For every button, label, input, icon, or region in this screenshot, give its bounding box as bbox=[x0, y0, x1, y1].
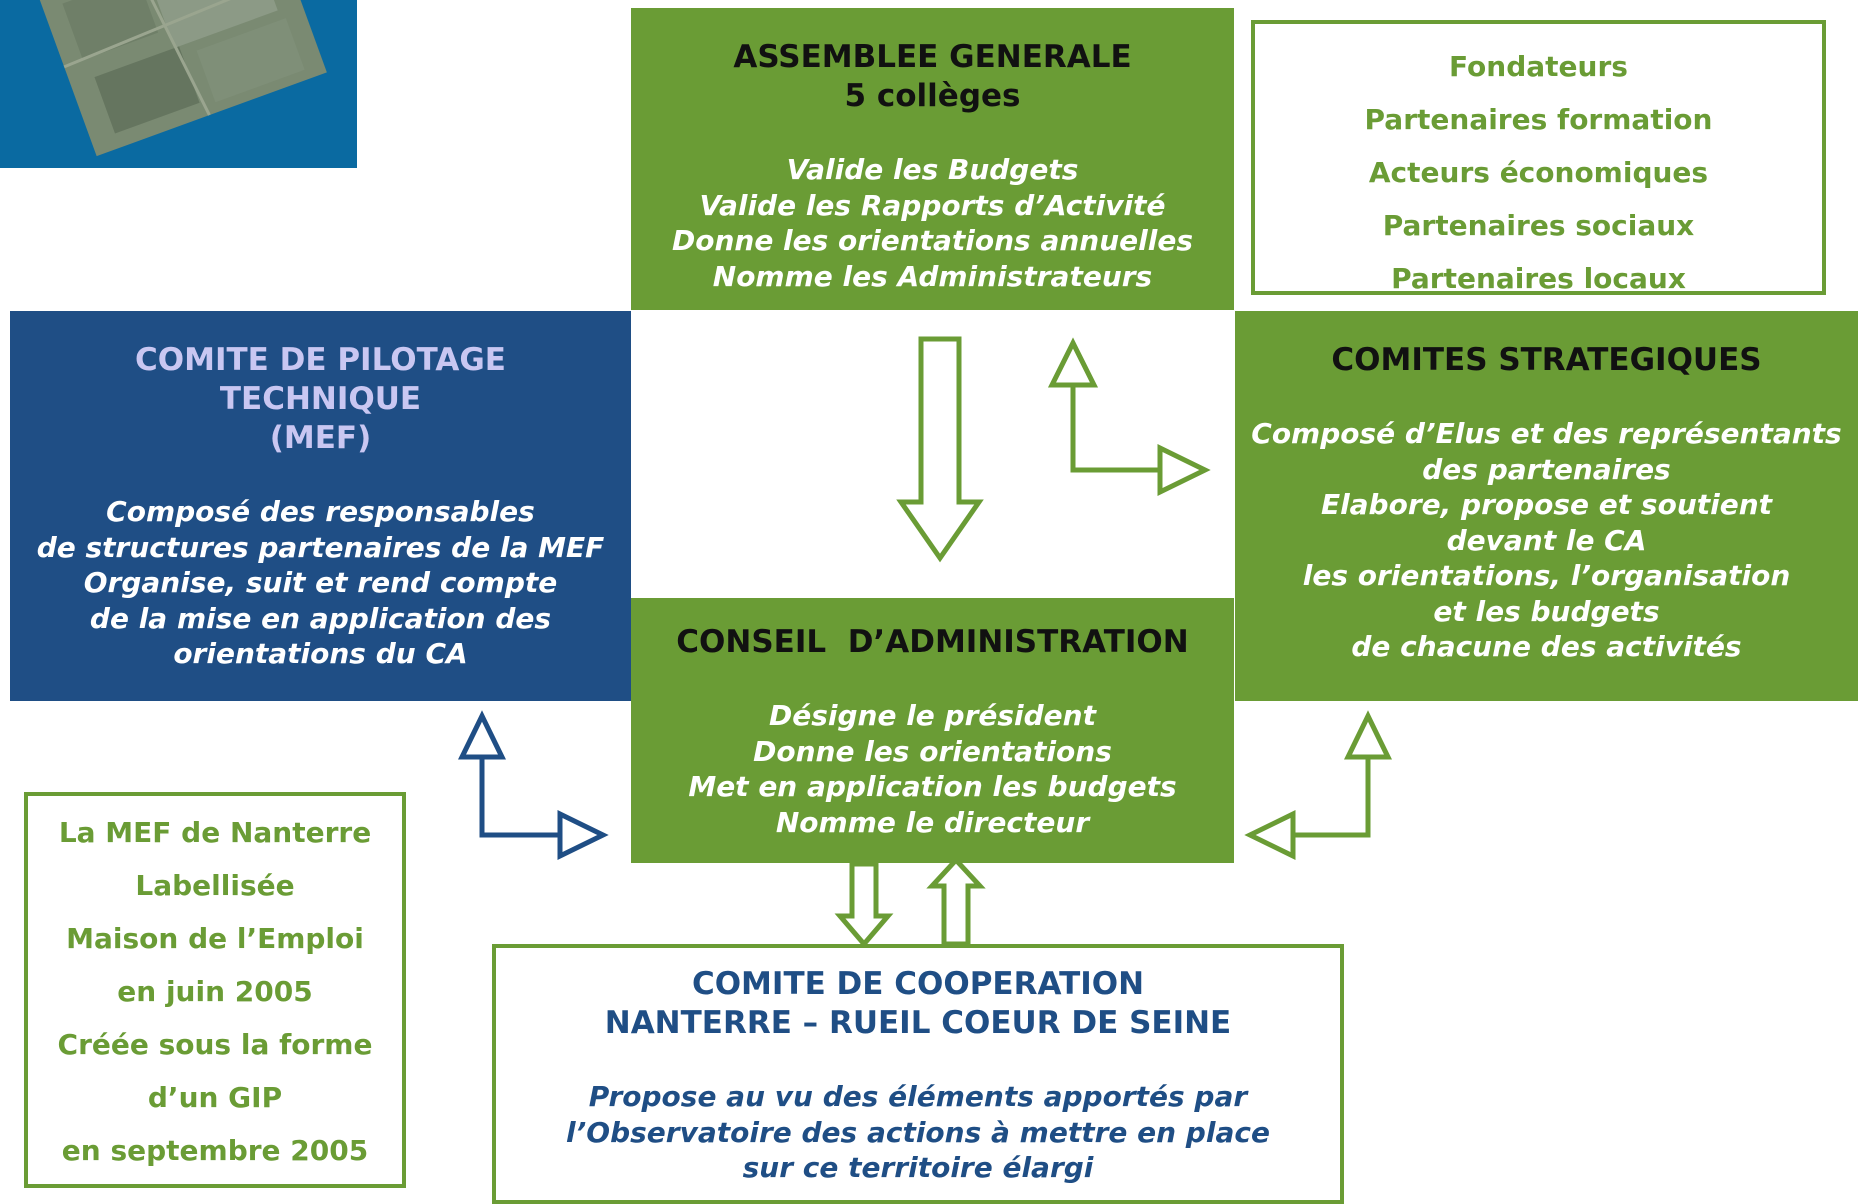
conseil-line: Nomme le directeur bbox=[775, 805, 1090, 839]
members-box: Fondateurs Partenaires formation Acteurs… bbox=[1251, 20, 1826, 295]
pilotage-title: (MEF) bbox=[269, 420, 372, 456]
strategiques-line: de chacune des activités bbox=[1351, 630, 1742, 663]
strategiques-line: et les budgets bbox=[1433, 594, 1660, 628]
elbow-arrow-icon bbox=[457, 710, 609, 861]
pilotage-title: COMITE DE PILOTAGE bbox=[135, 342, 506, 378]
cooperation-line: sur ce territoire élargi bbox=[742, 1151, 1094, 1184]
strategiques-line: devant le CA bbox=[1446, 523, 1647, 557]
down-arrow-icon bbox=[896, 336, 984, 563]
cooperation-line: Propose au vu des éléments apportés par bbox=[588, 1080, 1248, 1113]
assemblee-subtitle: 5 collèges bbox=[844, 78, 1021, 114]
assemblee-generale-box: ASSEMBLEE GENERALE 5 collèges Valide les… bbox=[631, 8, 1234, 310]
down-arrow-icon bbox=[834, 861, 894, 948]
label-line: d’un GIP bbox=[147, 1081, 283, 1114]
assemblee-line: Donne les orientations annuelles bbox=[671, 224, 1194, 257]
comite-pilotage-box: COMITE DE PILOTAGE TECHNIQUE (MEF) Compo… bbox=[10, 311, 631, 701]
conseil-administration-box: CONSEIL D’ADMINISTRATION Désigne le prés… bbox=[631, 598, 1234, 863]
aerial-photo-panel bbox=[0, 0, 357, 168]
elbow-arrow-icon bbox=[1244, 710, 1393, 861]
label-line: en septembre 2005 bbox=[61, 1134, 369, 1167]
cooperation-title: COMITE DE COOPERATION bbox=[691, 966, 1145, 1002]
label-line: La MEF de Nanterre bbox=[58, 816, 372, 849]
comites-strategiques-box: COMITES STRATEGIQUES Composé d’Elus et d… bbox=[1235, 311, 1858, 701]
label-line: Maison de l’Emploi bbox=[66, 922, 364, 955]
strategiques-line: les orientations, l’organisation bbox=[1302, 559, 1791, 592]
cooperation-line: l’Observatoire des actions à mettre en p… bbox=[566, 1115, 1270, 1149]
pilotage-title: TECHNIQUE bbox=[219, 381, 422, 417]
assemblee-line: Valide les Budgets bbox=[786, 153, 1079, 186]
pilotage-line: Organise, suit et rend compte bbox=[83, 566, 558, 599]
aerial-photo-image bbox=[36, 0, 327, 157]
strategiques-line: des partenaires bbox=[1422, 452, 1671, 486]
assemblee-line: Nomme les Administrateurs bbox=[712, 259, 1153, 293]
member-item: Partenaires sociaux bbox=[1382, 209, 1695, 242]
label-line: Créée sous la forme bbox=[57, 1028, 373, 1061]
up-arrow-icon bbox=[926, 856, 986, 947]
pilotage-line: de structures partenaires de la MEF bbox=[36, 530, 605, 564]
label-line: Labellisée bbox=[135, 869, 295, 902]
cooperation-title: NANTERRE – RUEIL COEUR DE SEINE bbox=[604, 1005, 1232, 1041]
label-info-box: La MEF de Nanterre Labellisée Maison de … bbox=[24, 792, 406, 1188]
member-item: Fondateurs bbox=[1449, 50, 1628, 83]
conseil-title: CONSEIL D’ADMINISTRATION bbox=[676, 624, 1189, 660]
elbow-arrow-icon bbox=[1047, 337, 1211, 497]
member-item: Acteurs économiques bbox=[1368, 156, 1709, 189]
member-item: Partenaires locaux bbox=[1391, 262, 1686, 295]
assemblee-title: ASSEMBLEE GENERALE bbox=[733, 39, 1132, 75]
pilotage-line: orientations du CA bbox=[173, 637, 468, 670]
comite-cooperation-box: COMITE DE COOPERATION NANTERRE – RUEIL C… bbox=[492, 944, 1344, 1204]
label-line: en juin 2005 bbox=[117, 975, 313, 1008]
conseil-line: Désigne le président bbox=[768, 699, 1096, 732]
member-item: Partenaires formation bbox=[1364, 103, 1713, 136]
pilotage-line: de la mise en application des bbox=[89, 601, 552, 635]
strategiques-title: COMITES STRATEGIQUES bbox=[1331, 342, 1762, 378]
assemblee-line: Valide les Rapports d’Activité bbox=[699, 188, 1166, 222]
pilotage-line: Composé des responsables bbox=[106, 495, 535, 528]
conseil-line: Donne les orientations bbox=[753, 734, 1112, 768]
strategiques-line: Elabore, propose et soutient bbox=[1320, 488, 1773, 521]
conseil-line: Met en application les budgets bbox=[688, 770, 1177, 803]
strategiques-line: Composé d’Elus et des représentants bbox=[1251, 417, 1842, 450]
